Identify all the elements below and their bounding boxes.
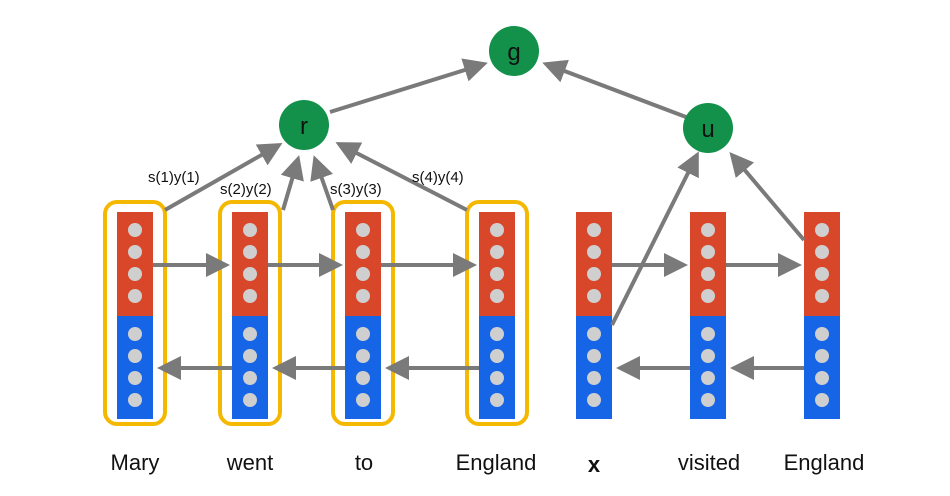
edge-label-3: s(3)y(3) [330, 181, 382, 198]
word-mary: Mary [111, 450, 160, 475]
word-went: went [226, 450, 273, 475]
node-r-label: r [300, 113, 308, 140]
state-column-england-2 [804, 212, 840, 419]
arrows [153, 58, 806, 380]
word-to: to [355, 450, 373, 475]
highlight-box-england-1 [465, 200, 529, 426]
state-column-to [345, 212, 381, 419]
state-column-x [576, 212, 612, 419]
arrow-mary-to-r [164, 143, 283, 212]
word-visited: visited [678, 450, 740, 475]
node-u: u [683, 103, 733, 153]
arrow-england-to-r [335, 142, 468, 212]
node-g: g [489, 26, 539, 76]
arrow-u-to-g [542, 59, 687, 119]
node-u-label: u [701, 116, 714, 143]
arrow-x-to-u [610, 151, 699, 326]
separator-x: x [588, 452, 601, 477]
state-column-visited [690, 212, 726, 419]
highlight-box-mary [103, 200, 167, 426]
state-column-went [232, 212, 268, 419]
edge-label-1: s(1)y(1) [148, 169, 200, 186]
arrow-went-to-r [280, 155, 304, 211]
arrow-to-to-r [310, 155, 335, 211]
node-r: r [279, 100, 329, 150]
edge-label-2: s(2)y(2) [220, 181, 272, 198]
word-england-2: England [784, 450, 865, 475]
word-england-1: England [456, 450, 537, 475]
highlight-box-to [331, 200, 395, 426]
state-column-england-1 [479, 212, 515, 419]
arrow-england-2-to-u [729, 151, 806, 242]
highlight-box-went [218, 200, 282, 426]
edge-label-4: s(4)y(4) [412, 169, 464, 186]
arrow-r-to-g [329, 58, 488, 114]
state-column-mary [117, 212, 153, 419]
node-g-label: g [507, 39, 520, 66]
highlight-boxes [103, 200, 529, 426]
